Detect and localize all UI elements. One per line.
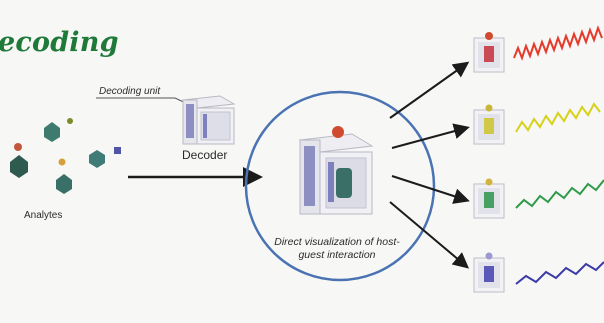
- output-arrows: [389, 61, 470, 269]
- host-guest-circle: [244, 90, 436, 282]
- output-cube-red: [473, 32, 505, 73]
- analytes-label: Analytes: [24, 210, 63, 221]
- emission-wave-purple: [515, 261, 604, 285]
- decoding-unit-label: Decoding unit: [99, 86, 161, 97]
- direct-visualization-label: Direct visualization of host-guest inter…: [274, 236, 400, 261]
- emission-wave-red: [513, 25, 603, 61]
- output-cube-green: [473, 178, 505, 219]
- emission-wave-yellow: [515, 102, 601, 133]
- host-guest-cube: [298, 126, 374, 215]
- output-cube-purple: [473, 252, 505, 293]
- decoder-label: Decoder: [182, 148, 228, 162]
- decoder-cube: [181, 95, 236, 145]
- figure-title: ecoding: [0, 27, 119, 58]
- decoding-unit-pointer: [96, 97, 193, 107]
- analytes-molecules: [10, 118, 121, 194]
- emission-wave-green: [515, 179, 604, 209]
- output-cube-yellow: [473, 104, 505, 145]
